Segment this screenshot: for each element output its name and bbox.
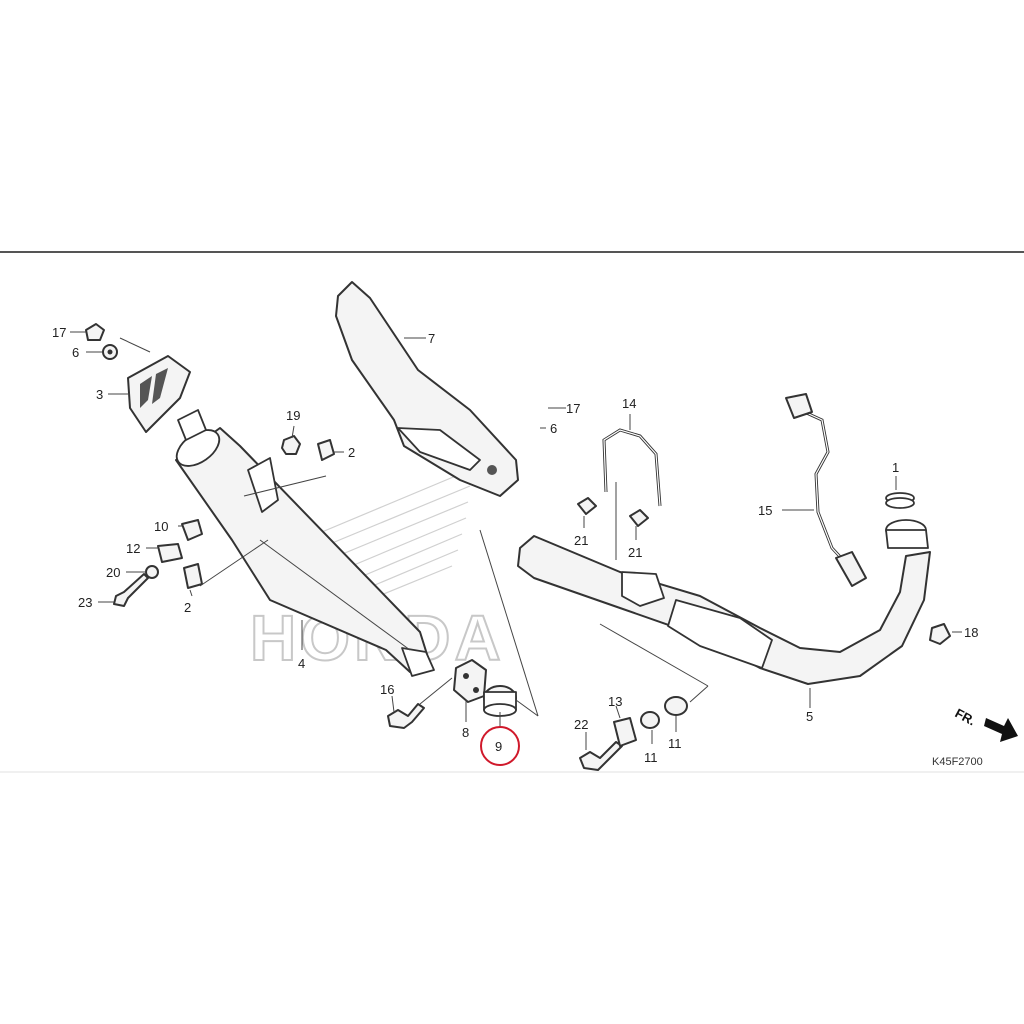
callout-2-upper: 2 bbox=[348, 445, 355, 460]
part-18-nut bbox=[929, 623, 951, 645]
callout-23: 23 bbox=[78, 595, 92, 610]
part-4-muffler bbox=[175, 409, 435, 677]
callout-21-left: 21 bbox=[574, 533, 588, 548]
front-direction-indicator: FR. bbox=[953, 705, 1018, 742]
callout-6-right: 6 bbox=[550, 421, 557, 436]
part-11-grommet-right bbox=[664, 696, 688, 716]
callout-2-lower: 2 bbox=[184, 600, 191, 615]
callout-9: 9 bbox=[495, 739, 502, 754]
callout-12: 12 bbox=[126, 541, 140, 556]
part-20-washer bbox=[145, 565, 159, 579]
callout-8: 8 bbox=[462, 725, 469, 740]
highlight-circle-part-9 bbox=[480, 726, 520, 766]
callout-20: 20 bbox=[106, 565, 120, 580]
callout-1: 1 bbox=[892, 460, 899, 475]
callout-13: 13 bbox=[608, 694, 622, 709]
part-10-collar bbox=[181, 519, 203, 541]
part-5-exhaust-pipe bbox=[517, 519, 931, 685]
callout-4: 4 bbox=[298, 656, 305, 671]
part-21-bolt-left bbox=[577, 497, 597, 515]
part-16-bolt bbox=[387, 703, 425, 729]
callout-16: 16 bbox=[380, 682, 394, 697]
callout-5: 5 bbox=[806, 709, 813, 724]
callout-15: 15 bbox=[758, 503, 772, 518]
callout-labels: 17 6 3 7 19 2 10 12 20 23 2 4 16 8 9 17 … bbox=[52, 325, 978, 766]
part-12-spring-grommet bbox=[157, 543, 183, 563]
callout-7: 7 bbox=[428, 331, 435, 346]
part-21-bolt-right bbox=[629, 509, 649, 527]
part-6-washer-left bbox=[102, 344, 118, 360]
callout-17-left: 17 bbox=[52, 325, 66, 340]
part-2-collar-lower bbox=[183, 563, 203, 589]
front-arrow-icon bbox=[984, 718, 1018, 742]
callout-22: 22 bbox=[574, 717, 588, 732]
part-8-bracket bbox=[453, 659, 487, 703]
part-2-collar-upper bbox=[317, 439, 335, 461]
callout-17-right: 17 bbox=[566, 401, 580, 416]
part-17-bolt-left bbox=[85, 323, 105, 341]
callout-6-left: 6 bbox=[72, 345, 79, 360]
callout-10: 10 bbox=[154, 519, 168, 534]
callout-11-right: 11 bbox=[668, 736, 682, 751]
part-15-o2-sensor bbox=[785, 393, 867, 587]
drawing-code: K45F2700 bbox=[932, 756, 983, 768]
part-23-bolt bbox=[113, 573, 149, 607]
part-1-gasket bbox=[885, 492, 915, 509]
part-7-heat-shield bbox=[335, 281, 519, 497]
part-14-hose bbox=[602, 428, 662, 507]
part-13-collar bbox=[613, 717, 637, 747]
front-label: FR. bbox=[953, 705, 979, 728]
part-9-rubber-cushion bbox=[483, 685, 517, 717]
part-11-grommet-left bbox=[640, 711, 660, 729]
callout-14: 14 bbox=[622, 396, 636, 411]
part-3-muffler-protector bbox=[127, 355, 191, 433]
callout-19: 19 bbox=[286, 408, 300, 423]
callout-21-right: 21 bbox=[628, 545, 642, 560]
callout-3: 3 bbox=[96, 387, 103, 402]
leader-lines bbox=[70, 331, 962, 750]
part-19-nut bbox=[281, 435, 301, 455]
callout-18: 18 bbox=[964, 625, 978, 640]
callout-11-left: 11 bbox=[644, 750, 658, 765]
